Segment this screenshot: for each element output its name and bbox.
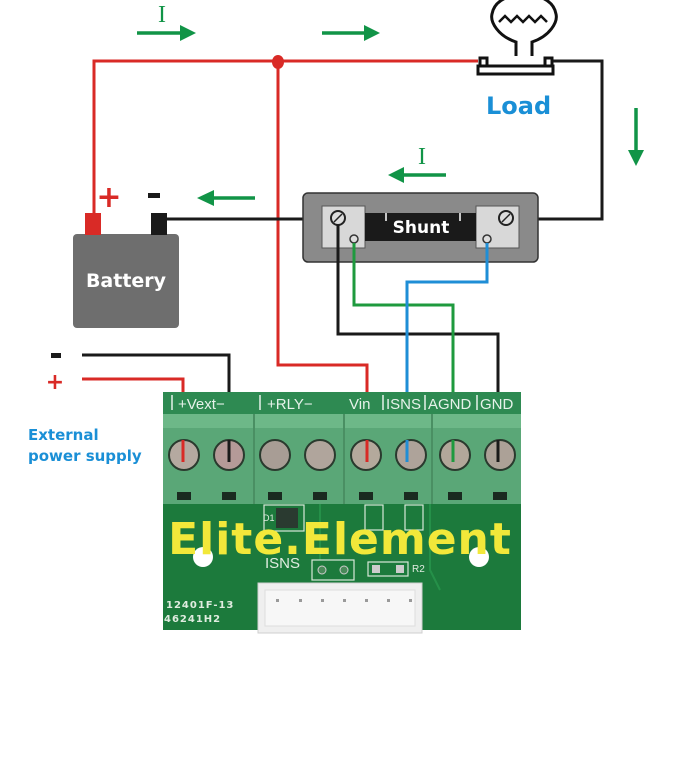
ext-minus-icon [51,353,61,358]
load-label: Load [486,92,551,120]
load-bulb-icon [476,0,558,76]
current-label-top: I [158,2,166,28]
current-arrow-down [628,108,644,166]
ext-supply-line1: External [28,426,99,444]
terminal-label-rly: +RLY− [267,396,313,413]
current-arrow-battery [197,190,255,206]
battery-plus-label: + [96,180,121,215]
terminal-label-agnd: AGND [428,396,472,413]
battery [73,213,179,328]
ext-supply-line2: power supply [28,447,142,465]
current-label-shunt: I [418,144,426,170]
load-return-wire [512,59,604,221]
terminal-label-gnd: GND [480,396,514,413]
terminal-label-separators [171,395,478,410]
silk-isns: ISNS [265,555,300,572]
current-arrow-top-right [322,25,380,41]
shunt [302,192,539,263]
pcb-board [163,490,521,634]
part-number-1: 12401F-13 [166,600,234,611]
silk-r2: R2 [412,564,425,575]
battery-label: Battery [86,270,167,292]
silk-d1: D1 [263,513,275,523]
connector-pins [276,599,412,602]
battery-minus-icon [148,193,160,198]
ext-plus-label: + [46,370,64,395]
terminal-slots [177,492,507,500]
current-arrow-top-left [137,25,196,41]
part-number-2: 46241H2 [164,614,221,625]
shunt-label: Shunt [393,218,450,238]
agnd-sense-wire [352,243,455,455]
terminal-label-vext: +Vext− [178,396,225,413]
junction-node [272,55,284,69]
terminal-label-isns: ISNS [386,396,421,413]
brand-watermark: Elite.Element [168,514,512,565]
isns-sense-wire [405,243,489,455]
terminal-label-vin: Vin [349,396,370,413]
terminal-screws [168,439,516,471]
current-arrow-shunt [388,167,446,183]
